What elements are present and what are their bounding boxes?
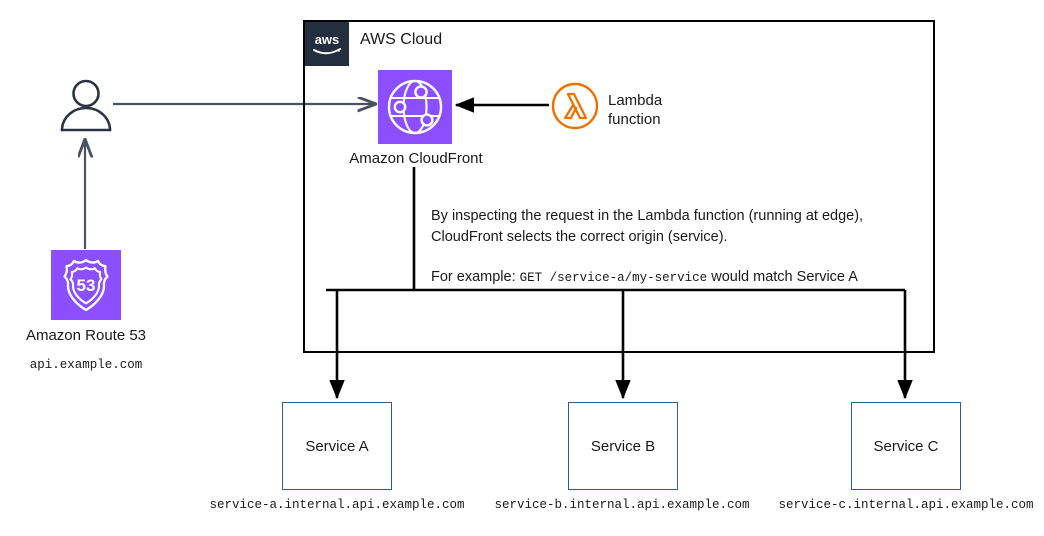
cloudfront-globe-icon xyxy=(378,70,452,144)
svg-text:53: 53 xyxy=(77,276,96,295)
service-c-box[interactable]: Service C xyxy=(851,402,961,490)
svg-text:aws: aws xyxy=(315,32,340,47)
lambda-label: Lambda function xyxy=(608,91,662,129)
example-code: GET /service-a/my-service xyxy=(519,271,708,285)
route53-label: Amazon Route 53 xyxy=(25,327,147,344)
route53-domain: api.example.com xyxy=(29,358,143,372)
user-person-icon xyxy=(56,78,116,133)
service-c-label: Service C xyxy=(873,437,939,455)
aws-logo-icon: aws xyxy=(305,22,349,66)
service-b-label: Service B xyxy=(590,437,656,455)
example-suffix: would match Service A xyxy=(711,269,858,285)
aws-cloud-label: AWS Cloud xyxy=(360,31,443,48)
explanation-block: By inspecting the request in the Lambda … xyxy=(431,206,881,289)
explanation-paragraph: By inspecting the request in the Lambda … xyxy=(431,208,864,245)
service-c-domain: service-c.internal.api.example.com xyxy=(778,498,1034,512)
service-b-domain: service-b.internal.api.example.com xyxy=(494,498,750,512)
aws-cloud-boundary xyxy=(303,20,935,353)
service-b-box[interactable]: Service B xyxy=(568,402,678,490)
lambda-icon xyxy=(551,82,599,130)
route53-shield-icon: 53 xyxy=(51,250,121,320)
example-prefix: For example: xyxy=(431,269,516,285)
service-a-domain: service-a.internal.api.example.com xyxy=(209,498,465,512)
explanation-example: For example: GET /service-a/my-service w… xyxy=(431,267,881,289)
lambda-label-line1: Lambda xyxy=(608,92,663,109)
cloudfront-label: Amazon CloudFront xyxy=(349,150,483,167)
service-a-box[interactable]: Service A xyxy=(282,402,392,490)
lambda-label-line2: function xyxy=(608,111,661,128)
service-a-label: Service A xyxy=(305,437,369,455)
